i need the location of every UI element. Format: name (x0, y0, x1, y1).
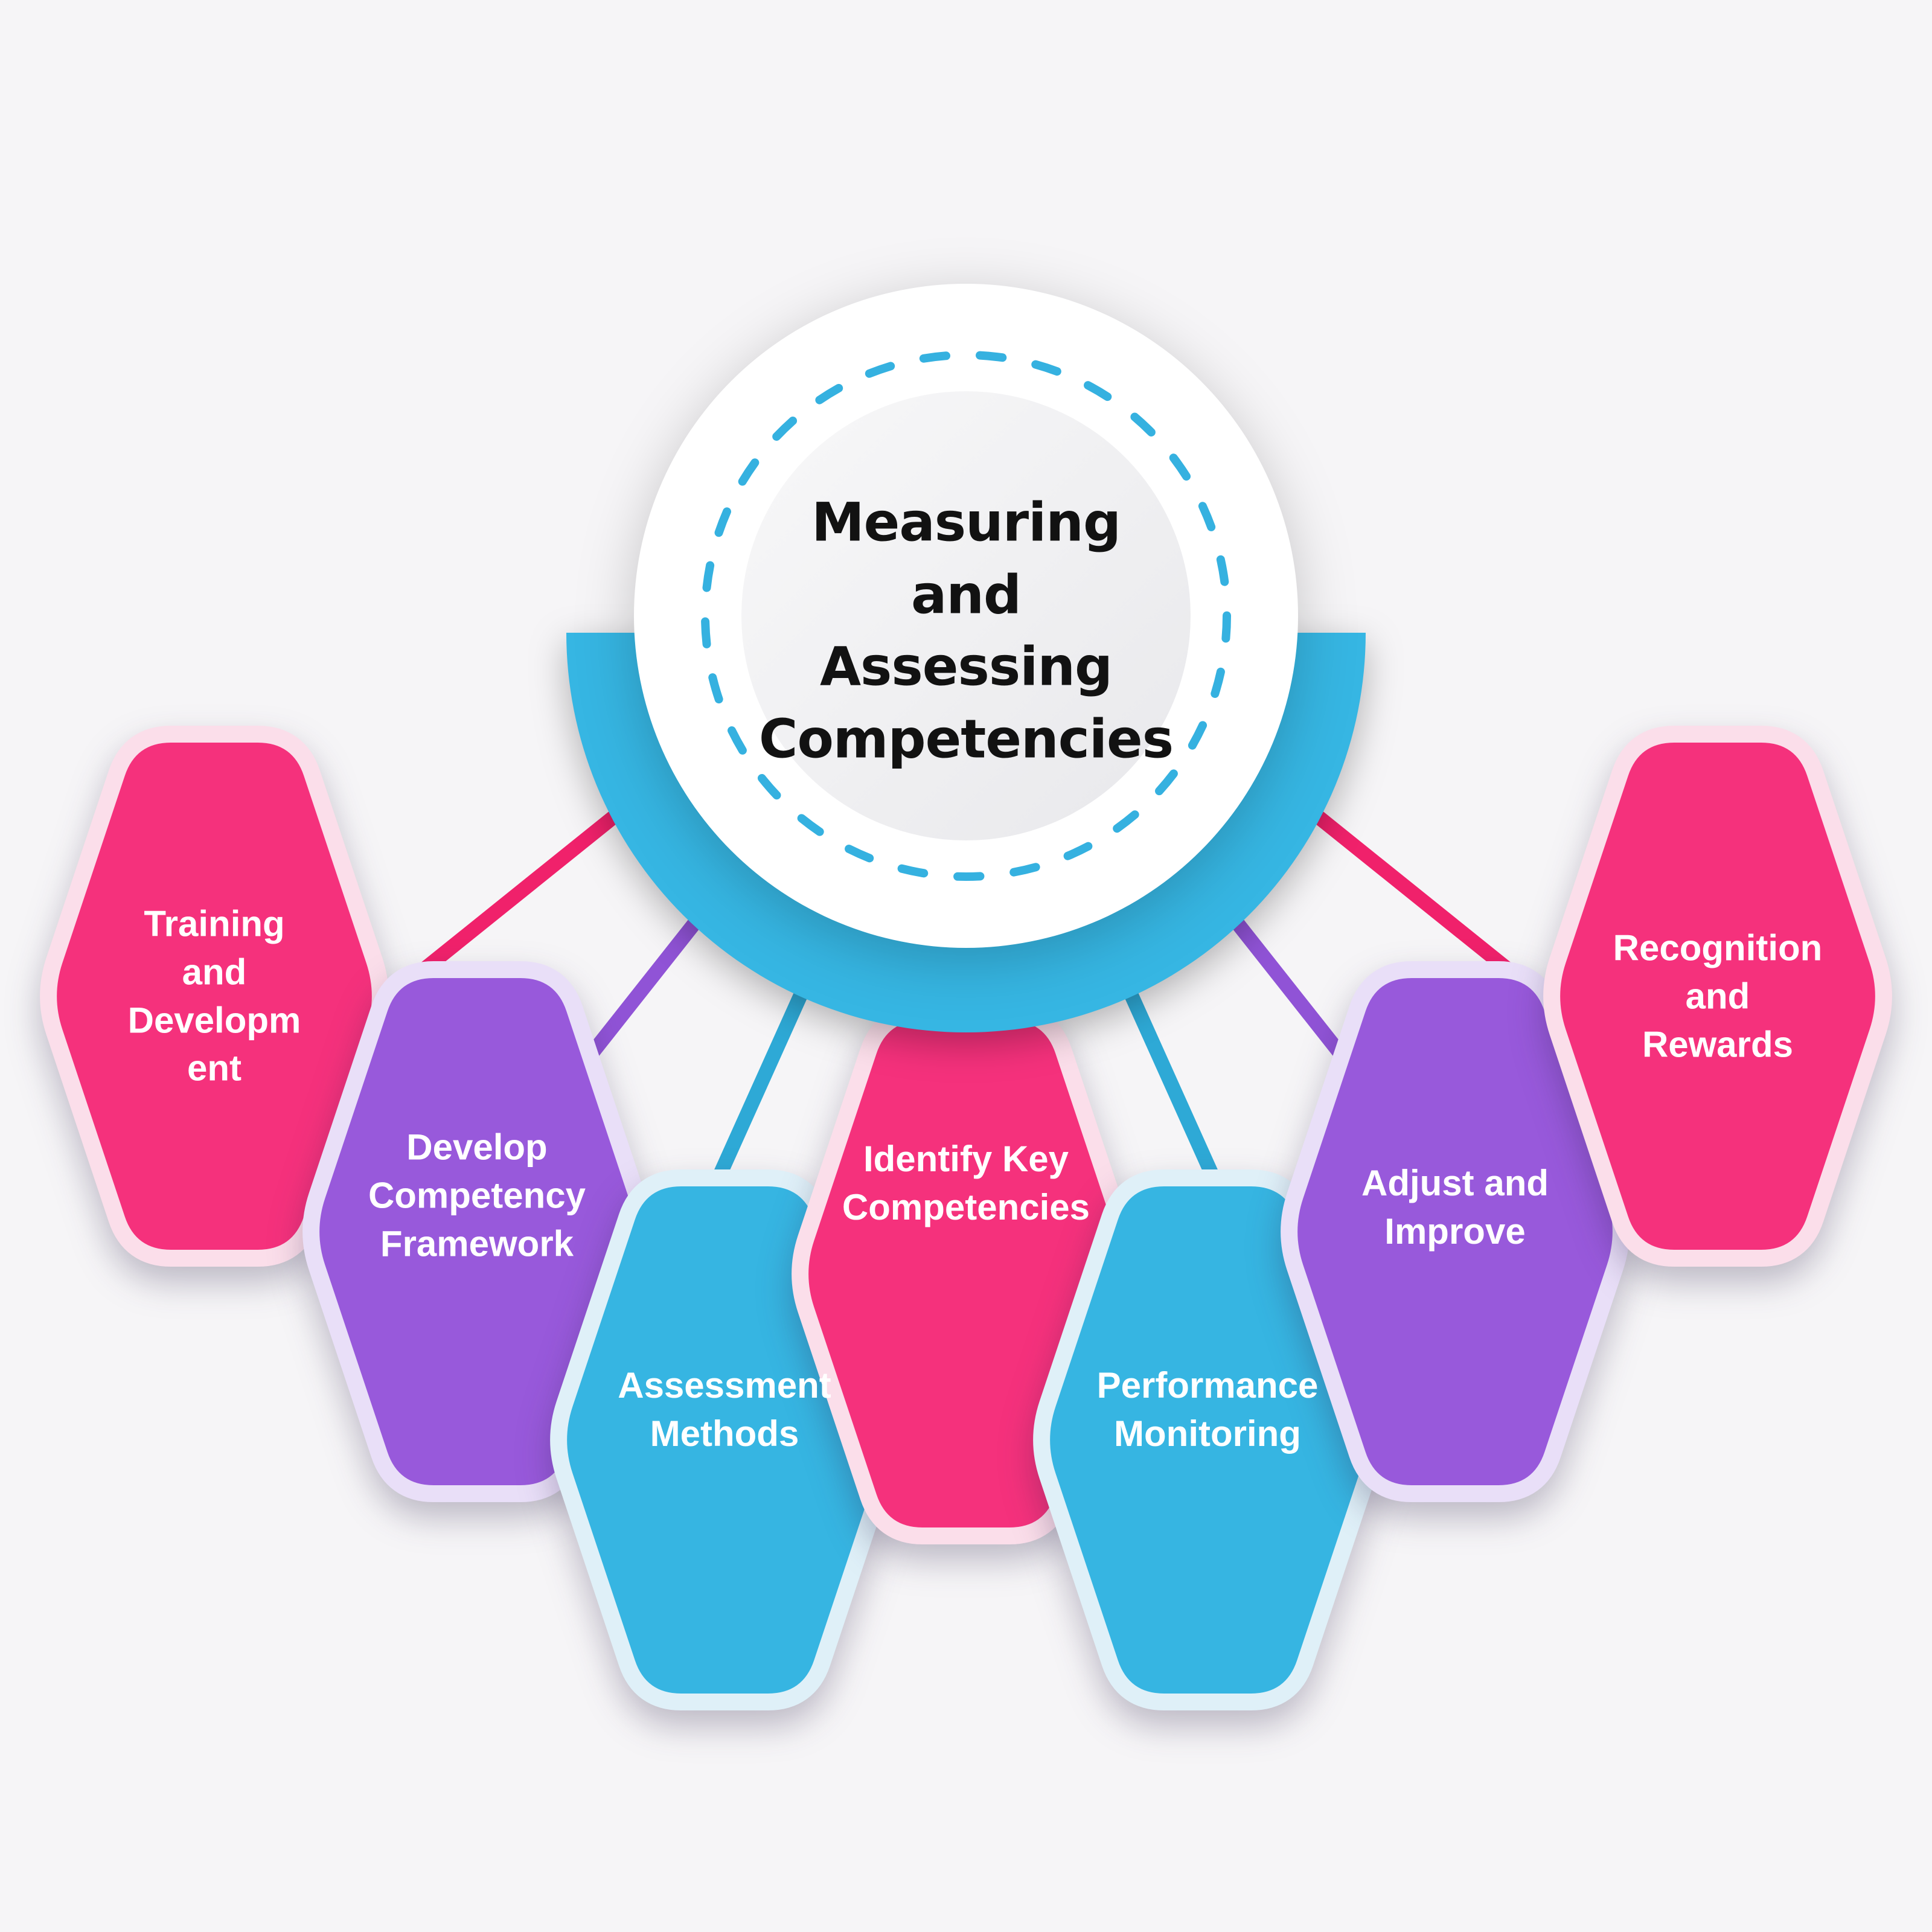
hexagon-performance-monitoring (1033, 1169, 1382, 1710)
hexagon-nodes (40, 726, 1892, 1710)
hexagon-fill (57, 743, 372, 1250)
hexagon-fill (1297, 978, 1613, 1485)
hexagon-training-and-development (40, 726, 389, 1267)
hexagon-fill (1560, 743, 1875, 1250)
central-circle-inner (741, 391, 1191, 840)
hexagon-fill (319, 978, 635, 1485)
hexagon-fill (1050, 1186, 1365, 1694)
dashed-ring-icon (701, 351, 1231, 881)
central-circle (634, 284, 1298, 948)
hexagon-recognition-and-rewards (1543, 726, 1892, 1267)
hexagon-adjust-and-improve (1281, 961, 1630, 1502)
